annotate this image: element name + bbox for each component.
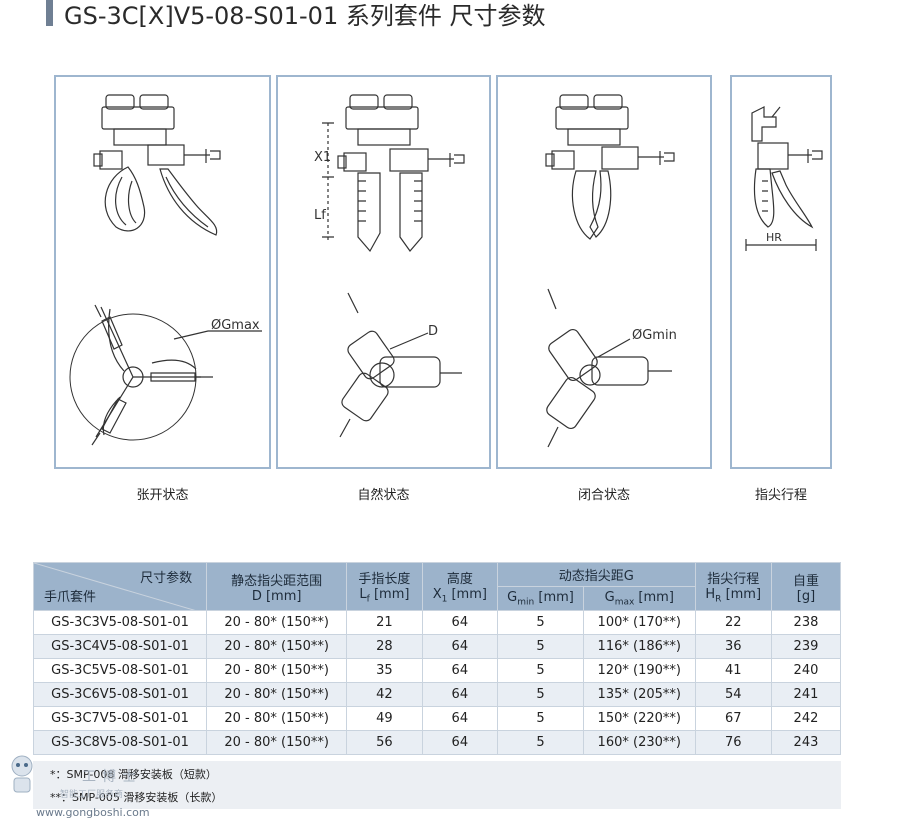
- footnote-long: **：SMP-005 滑移安装板（长款）: [50, 791, 223, 804]
- header-corner: 尺寸参数 手爪套件: [32, 562, 208, 611]
- cell-finger-length: 49: [346, 706, 423, 731]
- cell-height: 64: [421, 682, 499, 707]
- watermark-robot-icon: [11, 755, 33, 793]
- cell-height: 64: [421, 658, 499, 683]
- closed-state-drawing: ØGmin: [545, 94, 677, 448]
- label-hr: HR: [766, 231, 782, 244]
- cell-static-range: 20 - 80* (150**): [206, 658, 348, 683]
- cell-gmin: 5: [497, 730, 585, 755]
- cell-stroke: 36: [694, 634, 772, 659]
- cell-kit: GS-3C4V5-08-S01-01: [32, 634, 208, 659]
- label-gmin: ØGmin: [632, 328, 677, 343]
- diagram-fingertip-stroke: HR: [730, 75, 832, 469]
- fingertip-stroke-drawing: HR: [745, 106, 823, 251]
- cell-weight: 240: [770, 658, 842, 683]
- cell-finger-length: 21: [346, 610, 423, 635]
- cell-finger-length: 42: [346, 682, 423, 707]
- label-lf: Lf: [314, 208, 326, 223]
- title-accent-bar: [46, 0, 53, 26]
- cell-stroke: 67: [694, 706, 772, 731]
- cell-stroke: 22: [694, 610, 772, 635]
- table-row: GS-3C6V5-08-S01-01 20 - 80* (150**) 42 6…: [32, 682, 842, 707]
- cell-stroke: 54: [694, 682, 772, 707]
- caption-fingertip-stroke: 指尖行程: [754, 488, 807, 503]
- watermark-brand: 工博士: [82, 769, 142, 785]
- cell-weight: 243: [770, 730, 842, 755]
- cell-gmax: 100* (170**): [583, 610, 696, 635]
- label-gmax: ØGmax: [211, 318, 260, 333]
- watermark-tagline: 智能工厂服务商: [60, 790, 124, 800]
- table-row: GS-3C7V5-08-S01-01 20 - 80* (150**) 49 6…: [32, 706, 842, 731]
- cell-gmax: 150* (220**): [583, 706, 696, 731]
- cell-kit: GS-3C3V5-08-S01-01: [32, 610, 208, 635]
- cell-static-range: 20 - 80* (150**): [206, 682, 348, 707]
- cell-gmin: 5: [497, 658, 585, 683]
- cell-height: 64: [421, 634, 499, 659]
- header-corner-bottom: 手爪套件: [44, 590, 97, 605]
- cell-static-range: 20 - 80* (150**): [206, 706, 348, 731]
- cell-static-range: 20 - 80* (150**): [206, 634, 348, 659]
- cell-gmin: 5: [497, 634, 585, 659]
- footnote-short: *：SMP-008 滑移安装板（短款）: [50, 768, 217, 781]
- cell-weight: 238: [770, 610, 842, 635]
- cell-finger-length: 35: [346, 658, 423, 683]
- footnote-band: [33, 761, 841, 809]
- cell-finger-length: 56: [346, 730, 423, 755]
- header-corner-diagonal: [34, 563, 197, 611]
- cell-weight: 239: [770, 634, 842, 659]
- cell-gmax: 160* (230**): [583, 730, 696, 755]
- cell-gmax: 120* (190**): [583, 658, 696, 683]
- open-state-drawing: ØGmax: [69, 94, 262, 446]
- table-row: GS-3C5V5-08-S01-01 20 - 80* (150**) 35 6…: [32, 658, 842, 683]
- header-dynamic: 动态指尖距G: [497, 562, 696, 587]
- label-x1: X1: [314, 150, 331, 165]
- cell-static-range: 20 - 80* (150**): [206, 610, 348, 635]
- page-title: GS-3C[X]V5-08-S01-01 系列套件 尺寸参数: [64, 2, 546, 30]
- cell-weight: 241: [770, 682, 842, 707]
- cell-gmax: 135* (205**): [583, 682, 696, 707]
- cell-kit: GS-3C6V5-08-S01-01: [32, 682, 208, 707]
- cell-gmin: 5: [497, 682, 585, 707]
- cell-finger-length: 28: [346, 634, 423, 659]
- cell-kit: GS-3C5V5-08-S01-01: [32, 658, 208, 683]
- table-row: GS-3C4V5-08-S01-01 20 - 80* (150**) 28 6…: [32, 634, 842, 659]
- cell-height: 64: [421, 706, 499, 731]
- cell-gmin: 5: [497, 706, 585, 731]
- caption-closed-state: 闭合状态: [577, 488, 630, 503]
- cell-gmin: 5: [497, 610, 585, 635]
- caption-natural-state: 自然状态: [357, 488, 410, 503]
- natural-state-drawing: X1 Lf D: [314, 94, 465, 438]
- header-corner-top: 尺寸参数: [140, 571, 193, 586]
- table-row: GS-3C8V5-08-S01-01 20 - 80* (150**) 56 6…: [32, 730, 842, 755]
- header-weight: 自重[g]: [770, 562, 842, 611]
- cell-stroke: 76: [694, 730, 772, 755]
- caption-open-state: 张开状态: [136, 488, 189, 503]
- label-d: D: [428, 324, 438, 339]
- diagram-open-state: ØGmax: [54, 75, 271, 469]
- cell-height: 64: [421, 730, 499, 755]
- diagram-natural-state: X1 Lf D: [276, 75, 491, 469]
- header-gmin: Gmin [mm]: [497, 586, 585, 611]
- cell-kit: GS-3C7V5-08-S01-01: [32, 706, 208, 731]
- diagram-closed-state: ØGmin: [496, 75, 712, 469]
- table-row: GS-3C3V5-08-S01-01 20 - 80* (150**) 21 6…: [32, 610, 842, 635]
- cell-stroke: 41: [694, 658, 772, 683]
- header-gmax: Gmax [mm]: [583, 586, 696, 611]
- cell-kit: GS-3C8V5-08-S01-01: [32, 730, 208, 755]
- cell-static-range: 20 - 80* (150**): [206, 730, 348, 755]
- watermark-url: www.gongboshi.com: [36, 806, 150, 819]
- cell-height: 64: [421, 610, 499, 635]
- cell-gmax: 116* (186**): [583, 634, 696, 659]
- cell-weight: 242: [770, 706, 842, 731]
